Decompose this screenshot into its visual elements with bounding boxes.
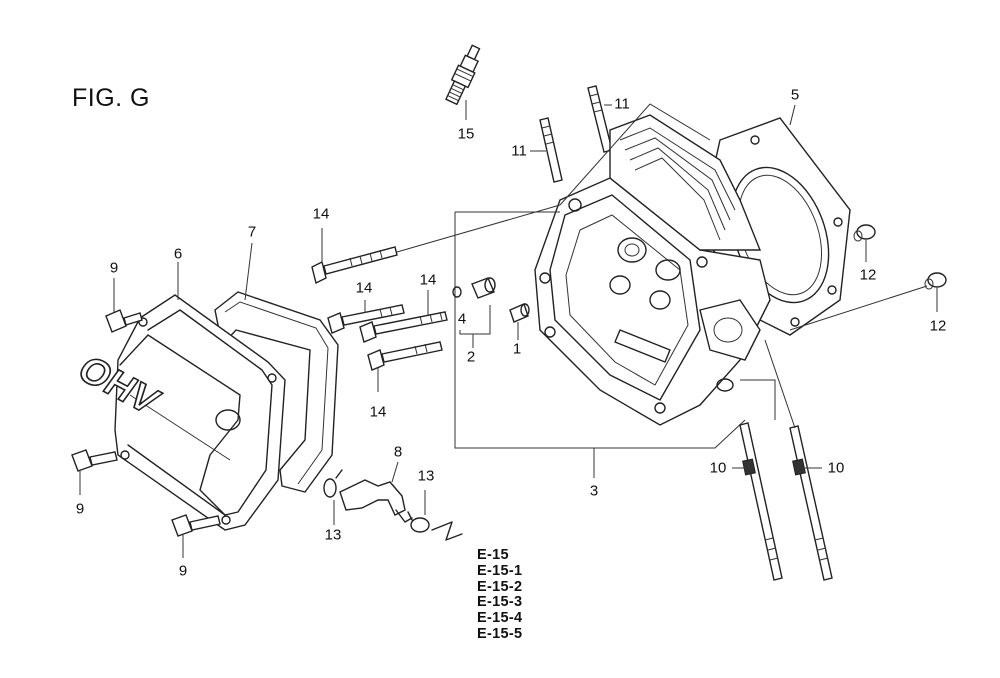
callout-2: 2 xyxy=(466,348,476,366)
dowel-pin-upper xyxy=(853,224,876,242)
long-stud-right xyxy=(789,425,833,581)
callout-14: 14 xyxy=(369,403,387,421)
leader-10b-ext xyxy=(764,339,796,429)
stud-upper xyxy=(587,85,613,153)
head-cover: OHV xyxy=(69,294,286,531)
callout-9: 9 xyxy=(75,500,85,518)
callout-15: 15 xyxy=(457,125,475,143)
callout-5: 5 xyxy=(790,86,800,104)
callout-12: 12 xyxy=(929,317,947,335)
dowel-pin-lower xyxy=(924,272,947,290)
figure-title: FIG. G xyxy=(72,84,150,112)
callout-4: 4 xyxy=(457,310,467,328)
leader-14a-ext xyxy=(396,204,561,253)
spark-plug xyxy=(445,44,481,106)
callout-13: 13 xyxy=(324,526,342,544)
callout-6: 6 xyxy=(173,245,183,263)
valve-lash-cap xyxy=(509,303,530,323)
valve-cap-small xyxy=(452,286,462,298)
break-symbol xyxy=(431,521,463,541)
callout-11: 11 xyxy=(511,142,527,160)
reference-item: E-15-1 xyxy=(477,562,523,579)
long-stud-left xyxy=(739,422,783,581)
callout-10: 10 xyxy=(709,459,727,477)
bracket-2 xyxy=(459,305,491,335)
callout-7: 7 xyxy=(247,223,257,241)
callout-10: 10 xyxy=(827,459,845,477)
stud-lower xyxy=(539,117,563,183)
reference-item: E-15 xyxy=(477,547,509,563)
cylinder-head xyxy=(534,114,771,426)
callout-8: 8 xyxy=(393,443,403,461)
callout-14: 14 xyxy=(312,205,330,223)
reference-list: E-15 E-15-1 E-15-2 E-15-3 E-15-4 E-15-5 xyxy=(477,547,523,643)
callout-14: 14 xyxy=(355,279,373,297)
flange-bolt-bottom xyxy=(367,341,443,371)
leader-12b-ext xyxy=(789,285,928,331)
callout-9: 9 xyxy=(109,259,119,277)
leader-7 xyxy=(244,242,253,301)
callout-1: 1 xyxy=(512,340,522,358)
leader-head xyxy=(559,103,711,206)
callout-13: 13 xyxy=(417,467,435,485)
flange-bolt-top xyxy=(311,246,398,285)
leader-5 xyxy=(789,104,796,126)
valve-cap-large xyxy=(471,277,496,299)
reference-item: E-15-2 xyxy=(477,578,523,595)
cover-bolt-upper xyxy=(105,309,143,333)
callout-11: 11 xyxy=(614,95,630,113)
leader-8 xyxy=(391,461,399,483)
callout-14: 14 xyxy=(419,271,437,289)
flange-bolt-mid-2 xyxy=(359,311,448,343)
callout-9: 9 xyxy=(178,562,188,580)
callout-12: 12 xyxy=(859,266,877,284)
cover-bolt-left xyxy=(71,449,118,472)
bracket-3 xyxy=(454,211,776,449)
cover-bolt-lower xyxy=(171,514,221,537)
reference-item: E-15-3 xyxy=(477,594,523,611)
reference-item: E-15-5 xyxy=(477,625,523,642)
hose-clip-left xyxy=(323,469,343,498)
reference-item: E-15-4 xyxy=(477,610,523,627)
callout-3: 3 xyxy=(589,482,599,500)
cover-gasket xyxy=(214,291,339,493)
flange-bolt-mid-1 xyxy=(327,304,405,334)
breather-tube xyxy=(339,479,413,523)
hose-clip-right xyxy=(407,511,430,533)
